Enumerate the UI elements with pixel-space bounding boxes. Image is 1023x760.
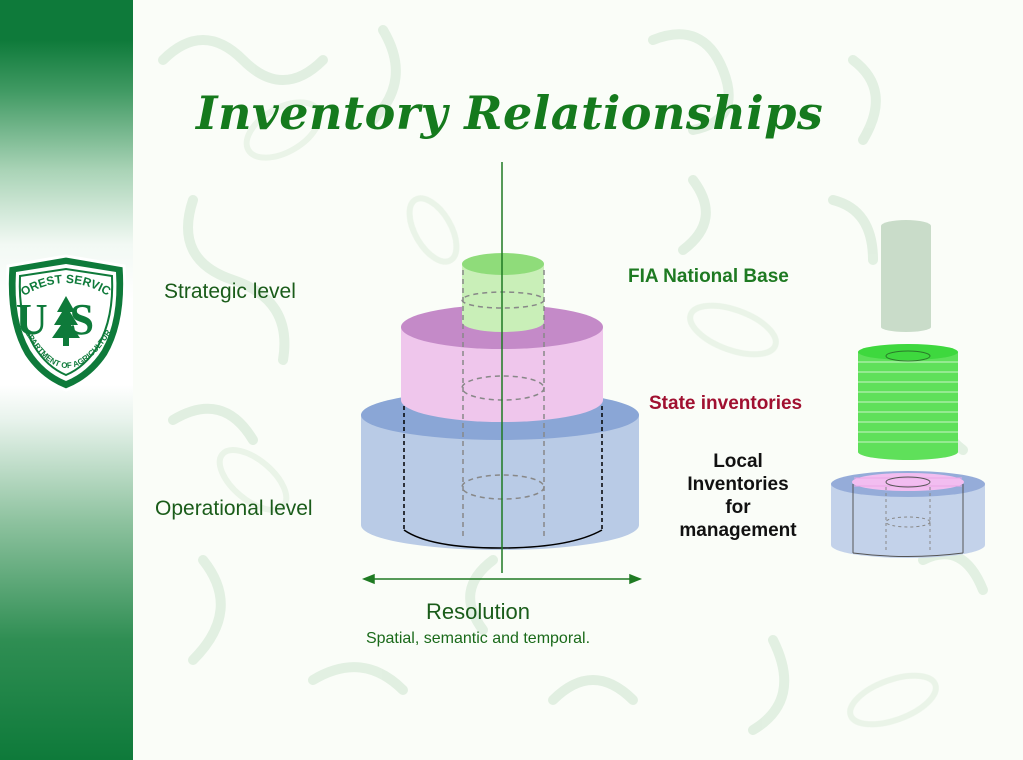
resolution-label: Resolution — [426, 599, 530, 624]
local-label-line: Local — [713, 451, 763, 472]
pine-tree-icon — [52, 296, 80, 346]
operational-level-label: Operational level — [155, 497, 313, 520]
local-inventories-label: Local Inventories for management — [660, 450, 816, 542]
resolution-arrow — [361, 573, 643, 585]
dashed-core-outline — [461, 270, 545, 540]
local-label-line: management — [679, 520, 797, 541]
state-inventories-label: State inventories — [649, 393, 803, 414]
local-label-line: Inventories — [687, 474, 789, 495]
resolution-sub-label: Spatial, semantic and temporal. — [365, 630, 591, 647]
slide-title: Inventory Relationships — [196, 86, 824, 140]
strategic-level-label: Strategic level — [164, 280, 296, 303]
fia-national-base-label: FIA National Base — [628, 266, 789, 287]
right-stack-graphic — [831, 220, 985, 558]
leaf-background-pattern — [158, 25, 988, 735]
local-label-line: for — [725, 497, 751, 518]
fia-tier-cylinder — [462, 253, 544, 332]
